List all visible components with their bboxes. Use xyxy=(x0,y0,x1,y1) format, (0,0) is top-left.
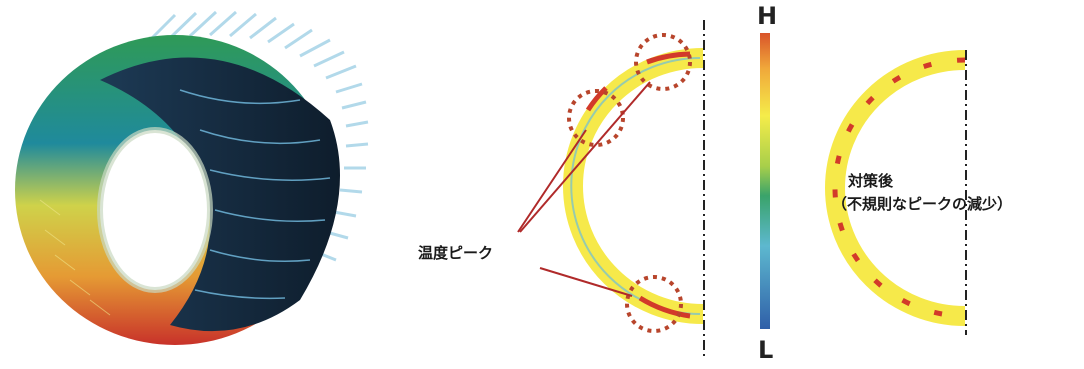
scale-high-label: H xyxy=(757,2,777,30)
temperature-peak-label: 温度ピーク xyxy=(418,242,493,263)
after-countermeasure-label: 対策後 xyxy=(848,170,893,191)
color-scale xyxy=(760,33,770,329)
tire-3d-visualization xyxy=(15,12,368,345)
irregular-peak-reduction-label: （不規則なピークの減少） xyxy=(832,193,1012,214)
color-scale-bar xyxy=(760,33,770,329)
cross-section-before xyxy=(518,20,704,358)
scale-low-label: L xyxy=(758,336,773,364)
